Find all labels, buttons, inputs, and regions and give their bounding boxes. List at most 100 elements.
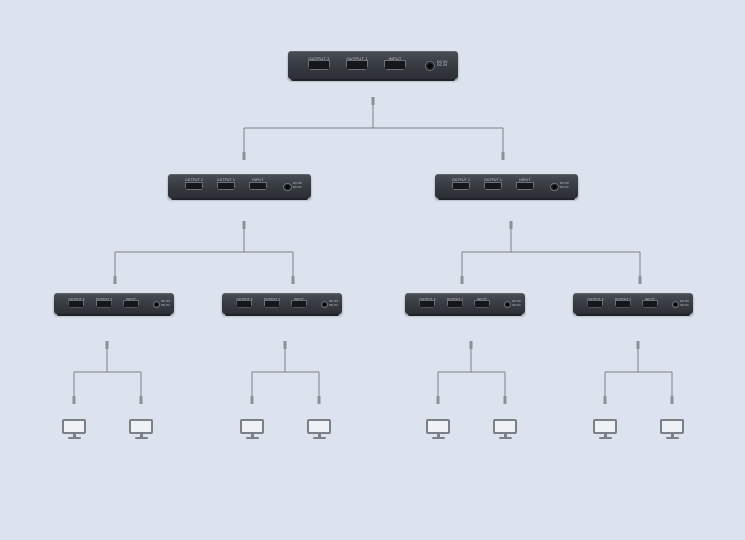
hdmi-port: OUTPUT 2 <box>308 56 330 71</box>
hdmi-socket-icon <box>419 299 436 308</box>
hdmi-port: INPUT <box>474 297 490 308</box>
hdmi-socket-icon <box>346 60 368 71</box>
hdmi-port: OUTPUT 2 <box>587 296 604 308</box>
cable-plug <box>113 276 117 284</box>
hdmi-socket-icon <box>95 299 112 308</box>
hdmi-socket-icon <box>642 299 658 308</box>
port-label: INPUT <box>645 296 656 301</box>
monitor-neck <box>604 434 607 437</box>
hdmi-port: INPUT <box>248 178 268 191</box>
cable-plug <box>469 341 473 349</box>
port-label: OUTPUT 2 <box>419 296 436 301</box>
port-label: OUTPUT 2 <box>308 56 330 62</box>
hdmi-socket-icon <box>587 299 604 308</box>
cable-plug <box>638 276 642 284</box>
hdmi-socket-icon <box>451 181 471 191</box>
cable-plug <box>670 396 674 404</box>
power-label-line: DC IN <box>437 63 447 68</box>
dc-jack-icon <box>320 300 329 309</box>
power-label-line: DC 5V <box>560 181 570 186</box>
hdmi-port: INPUT <box>515 178 535 191</box>
hdmi-socket-icon <box>474 299 490 308</box>
cable-plug <box>139 396 143 404</box>
cable-plug <box>460 276 464 284</box>
monitor-base <box>313 437 326 439</box>
port-label: OUTPUT 1 <box>95 296 113 301</box>
port-label: OUTPUT 1 <box>446 296 464 301</box>
hdmi-port: OUTPUT 2 <box>68 297 85 308</box>
monitor-base <box>246 437 259 439</box>
cable-plug <box>291 276 295 284</box>
hdmi-socket-icon <box>248 181 268 191</box>
port-label: INPUT <box>294 296 305 301</box>
monitor-icon <box>593 419 617 439</box>
power-label-line: DC IN <box>680 302 689 307</box>
cable-plug <box>436 396 440 404</box>
hdmi-port: OUTPUT 1 <box>346 56 368 71</box>
dc-jack-icon <box>671 300 680 309</box>
monitor-icon <box>307 419 331 439</box>
hdmi-port: OUTPUT 1 <box>95 296 113 308</box>
hdmi-port: OUTPUT 1 <box>263 297 280 308</box>
cable-plug <box>317 396 321 404</box>
hdmi-port: OUTPUT 1 <box>446 296 464 308</box>
power-label-line: DC 5V <box>437 59 448 64</box>
hdmi-socket-icon <box>184 181 204 191</box>
monitor-screen <box>307 419 331 434</box>
dc-jack-icon <box>503 300 512 309</box>
monitor-base <box>432 437 445 439</box>
monitor-base <box>499 437 512 439</box>
port-label: OUTPUT 1 <box>216 178 236 183</box>
port-label: OUTPUT 2 <box>184 178 204 183</box>
cable-plug <box>501 152 505 160</box>
monitor-screen <box>426 419 450 434</box>
port-label: OUTPUT 2 <box>236 296 253 301</box>
port-label: OUTPUT 1 <box>346 56 368 62</box>
hdmi-socket-icon <box>614 299 631 308</box>
hdmi-port: OUTPUT 1 <box>614 296 632 308</box>
power-label-line: DC 5V <box>329 299 339 304</box>
hdmi-socket-icon <box>123 299 139 308</box>
monitor-icon <box>493 419 517 439</box>
monitor-screen <box>129 419 153 434</box>
monitor-screen <box>240 419 264 434</box>
cable-plug <box>283 341 287 349</box>
power-label-line: DC 5V <box>293 181 303 186</box>
port-label: OUTPUT 2 <box>587 296 604 301</box>
power-label-line: DC IN <box>512 302 521 307</box>
hdmi-socket-icon <box>515 181 535 191</box>
hdmi-port: OUTPUT 2 <box>236 296 253 308</box>
cable-plug <box>242 221 246 229</box>
hdmi-socket-icon <box>263 299 280 308</box>
monitor-screen <box>593 419 617 434</box>
hdmi-port: OUTPUT 2 <box>451 178 471 191</box>
power-label-line: DC 5V <box>512 299 522 304</box>
port-label: OUTPUT 1 <box>483 178 503 183</box>
hdmi-socket-icon <box>68 299 85 308</box>
monitor-neck <box>504 434 507 437</box>
hdmi-socket-icon <box>483 181 503 191</box>
monitor-base <box>68 437 81 439</box>
power-label-line: DC IN <box>560 184 569 189</box>
port-label: INPUT <box>388 56 402 62</box>
cable-plug <box>242 152 246 160</box>
dc-jack-icon <box>152 300 161 309</box>
port-label: OUTPUT 2 <box>451 178 471 183</box>
monitor-screen <box>493 419 517 434</box>
monitor-neck <box>318 434 321 437</box>
power-label-line: DC IN <box>329 302 338 307</box>
monitor-neck <box>671 434 674 437</box>
port-label: OUTPUT 1 <box>614 296 632 301</box>
monitor-neck <box>437 434 440 437</box>
hdmi-port: INPUT <box>291 297 307 308</box>
